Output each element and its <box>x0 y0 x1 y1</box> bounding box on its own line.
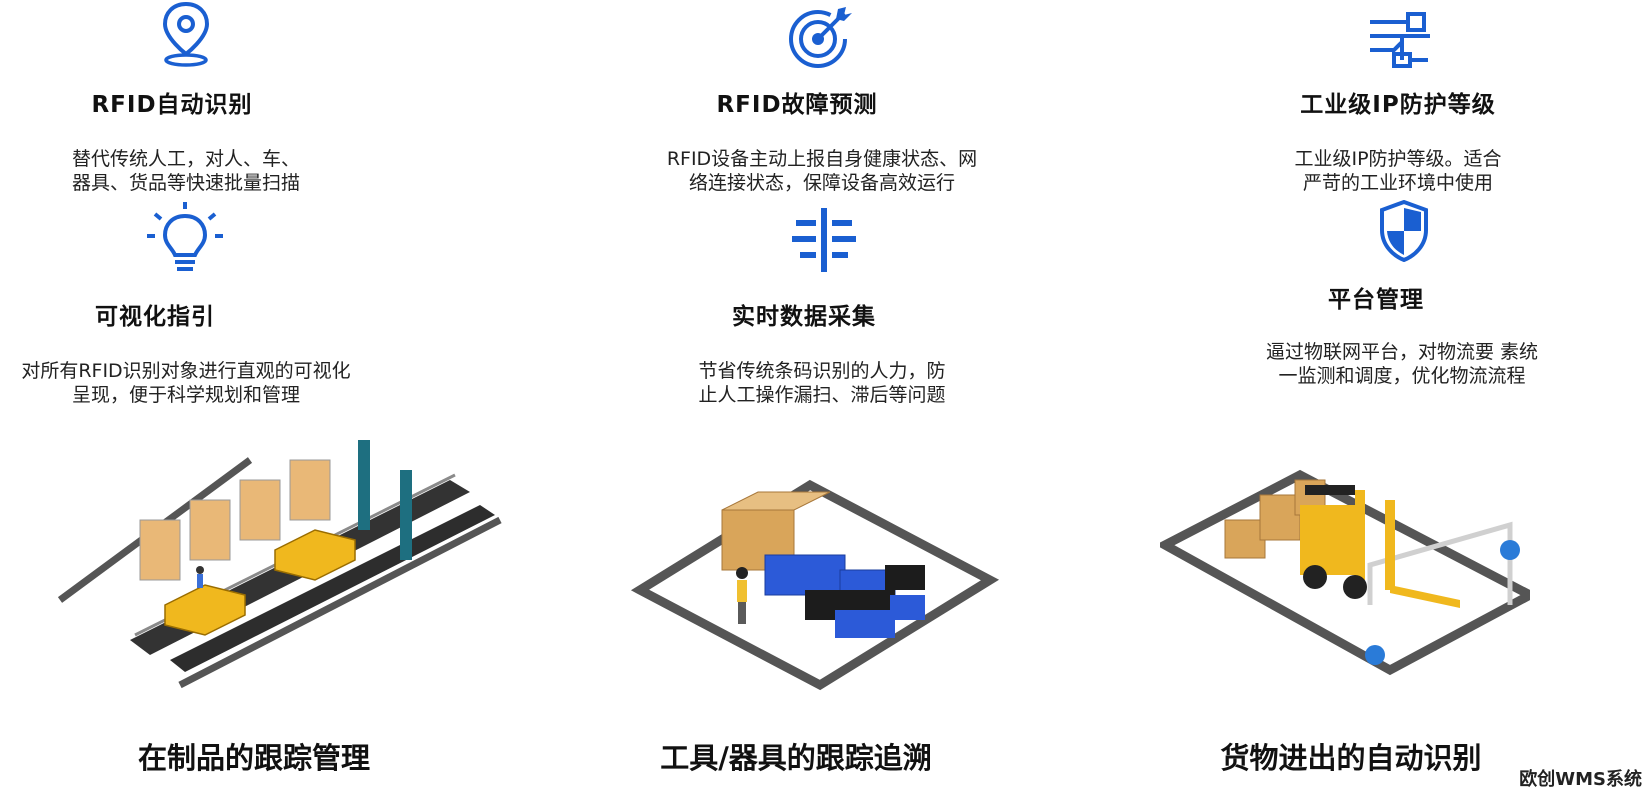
feature-title: 实时数据采集 <box>732 304 876 330</box>
scene-title: 在制品的跟踪管理 <box>137 741 371 775</box>
feature-description: 节省传统条码识别的人力，防 止人工操作漏扫、滞后等问题 <box>698 360 946 406</box>
feature-title: 可视化指引 <box>95 304 215 330</box>
feature-title: 平台管理 <box>1328 287 1424 313</box>
feature-title: RFID自动识别 <box>91 92 253 118</box>
data-collection-icon <box>792 208 856 272</box>
tool-tracking-illustration <box>630 479 1000 691</box>
forklift-illustration <box>1160 469 1530 676</box>
feature-description: 对所有RFID识别对象进行直观的可视化 呈现，便于科学规划和管理 <box>21 360 351 406</box>
feature-title: 工业级IP防护等级 <box>1300 92 1496 118</box>
location-pin-icon <box>162 1 210 67</box>
feature-description: 工业级IP防护等级。适合 严苛的工业环境中使用 <box>1294 148 1502 194</box>
feature-description: 逼过物联网平台，对物流要 素统 一监测和调度，优化物流流程 <box>1265 341 1539 387</box>
lightbulb-icon <box>147 202 223 271</box>
feature-description: RFID设备主动上报自身健康状态、网 络连接状态，保障设备高效运行 <box>666 148 978 194</box>
production-line-illustration <box>57 440 502 689</box>
feature-description: 替代传统人工，对人、车、 器具、货品等快速批量扫描 <box>71 148 301 194</box>
watermark: 欧创WMS系统 <box>1517 765 1644 791</box>
target-icon <box>789 7 852 68</box>
feature-title: RFID故障预测 <box>716 92 878 118</box>
shield-icon <box>1380 200 1428 262</box>
circuit-icon <box>1370 12 1430 68</box>
scene-title: 货物进出的自动识别 <box>1220 741 1482 775</box>
scene-title: 工具/器具的跟踪追溯 <box>660 741 932 775</box>
